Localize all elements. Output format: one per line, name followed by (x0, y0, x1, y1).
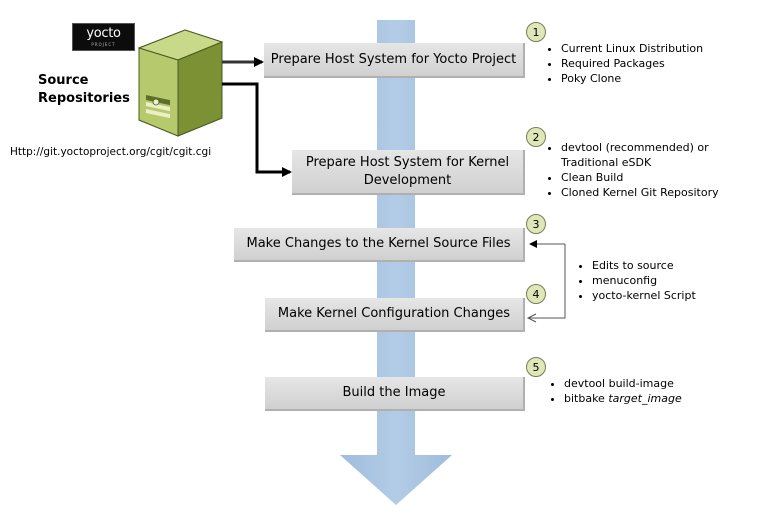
list-item: devtool build-image (564, 376, 682, 391)
step-1-box: Prepare Host System for Yocto Project (264, 43, 525, 78)
step-2-number: 2 (526, 127, 546, 147)
step-3-number: 3 (526, 214, 546, 234)
source-url[interactable]: Http://git.yoctoproject.org/cgit/cgit.cg… (10, 146, 212, 158)
list-item: Clean Build (561, 170, 719, 185)
source-label: Source Repositories (38, 72, 130, 108)
step-5-bullets: devtool build-image bitbake target_image (552, 376, 682, 406)
step-5-box: Build the Image (265, 377, 525, 411)
list-item: Poky Clone (561, 71, 703, 86)
list-item: devtool (recommended) or Traditional eSD… (561, 140, 719, 170)
source-label-line1: Source (38, 73, 89, 88)
step-4-number: 4 (526, 284, 546, 304)
logo-wordmark: yocto (86, 26, 121, 41)
source-label-line2: Repositories (38, 91, 130, 106)
step-4-title: Make Kernel Configuration Changes (277, 306, 511, 321)
step-1-bullets: Current Linux Distribution Required Pack… (549, 41, 703, 86)
list-item: Current Linux Distribution (561, 41, 703, 56)
list-item: Cloned Kernel Git Repository (561, 185, 719, 200)
logo-subtext: PROJECT (91, 42, 116, 47)
step-1-number: 1 (526, 22, 546, 42)
edit-options: Edits to source menuconfig yocto-kernel … (580, 258, 696, 303)
step-2-title-line1: Prepare Host System for Kernel (305, 154, 510, 170)
bullet-text-cont: Traditional eSDK (561, 156, 652, 169)
yocto-logo: yocto PROJECT (72, 23, 135, 51)
bullet-text: bitbake (564, 392, 605, 405)
list-item: menuconfig (592, 273, 696, 288)
step-2-title-line2: Development (363, 172, 452, 188)
flow-arrow (340, 20, 452, 505)
list-item: bitbake target_image (564, 391, 682, 406)
step-5-number: 5 (526, 357, 546, 377)
step-4-box: Make Kernel Configuration Changes (265, 298, 525, 332)
list-item: Required Packages (561, 56, 703, 71)
bullet-text: devtool (recommended) or (561, 141, 709, 154)
list-item: Edits to source (592, 258, 696, 273)
bullet-emphasis: target_image (608, 392, 682, 405)
step-2-box: Prepare Host System for Kernel Developme… (292, 150, 525, 195)
step-3-title: Make Changes to the Kernel Source Files (246, 236, 511, 251)
loop-connector-bottom-head (526, 313, 537, 323)
step-3-box: Make Changes to the Kernel Source Files (234, 228, 525, 262)
loop-connector (528, 244, 566, 319)
step-2-bullets: devtool (recommended) or Traditional eSD… (549, 140, 719, 200)
connector-step2 (222, 82, 292, 177)
step-5-title: Build the Image (342, 385, 446, 400)
list-item: yocto-kernel Script (592, 288, 696, 303)
server-icon (137, 29, 224, 137)
step-1-title: Prepare Host System for Yocto Project (270, 51, 517, 67)
